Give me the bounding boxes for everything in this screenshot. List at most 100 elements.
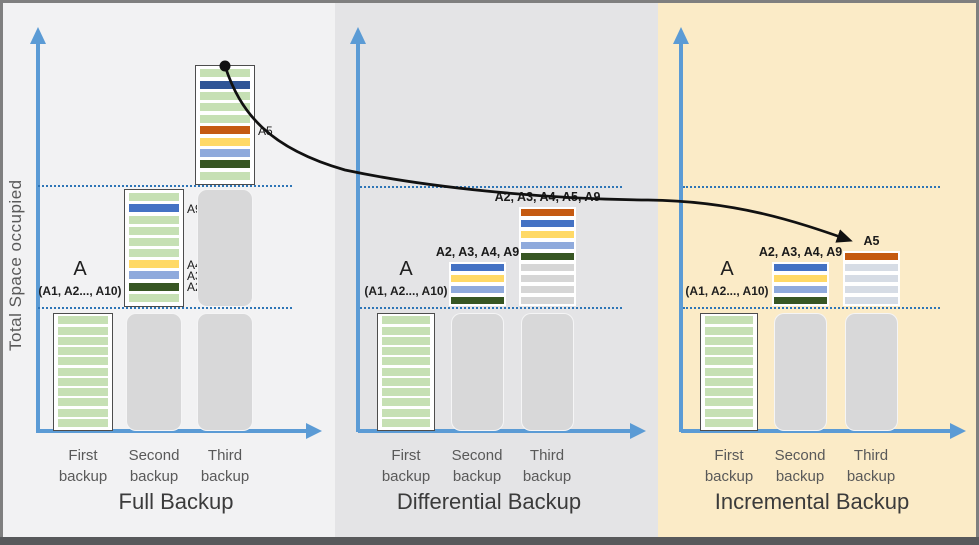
xlabel-second-backup-full: Second backup [128,447,180,486]
green-stripe [58,377,108,386]
darkgreen-stripe [200,160,250,169]
green-stripe [129,249,179,258]
dotted-gridline-upper-full [38,185,292,187]
xlabel-first-backup-incremental: First backup [704,447,754,486]
full-second-backup-gray-slab [126,313,182,431]
gray-block [519,284,576,295]
orange-stripe [200,126,250,135]
green-stripe [382,326,430,335]
green-stripe [705,357,753,366]
y-axis-arrow-full [30,27,46,44]
yellow-stripe [129,260,179,269]
dotted-gridline-lower-full [38,307,292,309]
xlabel-second-backup-differential: Second backup [451,447,503,486]
green-stripe [382,347,430,355]
lightblue-block [772,284,829,295]
a-label-incremental: A [720,258,734,280]
x-axis-arrow-full [306,423,322,439]
x-axis-full [36,429,306,433]
x-axis-incremental [681,429,950,433]
full-second-backup-bar [124,189,184,307]
y-axis-arrow-differential [350,27,366,44]
a-label-full: A [73,258,87,280]
bluegray-block [843,295,900,306]
xlabel-first-backup-differential: First backup [381,447,431,486]
green-stripe [200,103,250,112]
green-stripe [58,326,108,335]
green-stripe [200,171,250,180]
lightblue-block [449,284,506,295]
yellow-block [772,273,829,284]
green-stripe [705,388,753,396]
green-stripe [382,408,430,417]
yellow-stripe [200,137,250,146]
green-stripe [200,69,250,78]
blue-block [519,218,576,229]
full-third-backup-gray-slab [197,189,253,307]
gray-block [519,262,576,273]
incremental-third-backup-stack-label: A5 [863,234,880,248]
frame-right [976,0,979,545]
lightblue-block [519,240,576,251]
incremental-first-backup-bar [700,313,758,431]
green-stripe [129,237,179,246]
green-stripe [705,316,753,325]
green-stripe [58,347,108,355]
yellow-block [519,229,576,240]
darkgreen-block [772,295,829,306]
a-label-differential: A [399,258,413,280]
green-stripe [382,357,430,366]
blue-stripe [129,204,179,213]
green-stripe [58,367,108,376]
green-stripe [58,398,108,407]
green-stripe [705,408,753,417]
darkblue-stripe [200,80,250,89]
x-axis-differential [358,429,630,433]
incremental-third-backup-gray-slab [845,313,898,431]
x-axis-arrow-differential [630,423,646,439]
green-stripe [200,92,250,101]
green-stripe [129,293,179,302]
darkgreen-block [519,251,576,262]
green-stripe [58,388,108,396]
green-stripe [58,418,108,427]
xlabel-third-backup-full: Third backup [200,447,250,486]
bluegray-block [843,262,900,273]
lightblue-stripe [200,148,250,157]
title-incremental-backup: Incremental Backup [714,489,910,514]
green-stripe [129,193,179,202]
a-sublabel-incremental: (A1, A2..., A10) [685,284,769,298]
green-stripe [382,316,430,325]
green-stripe [705,377,753,386]
title-differential-backup: Differential Backup [396,489,582,514]
green-stripe [705,326,753,335]
orange-block [519,207,576,218]
frame-top [0,0,979,3]
orange-block [843,251,900,262]
green-stripe [705,347,753,355]
xlabel-third-backup-differential: Third backup [522,447,572,486]
green-stripe [705,398,753,407]
y-axis-differential [356,42,360,432]
green-stripe [200,114,250,123]
green-stripe [58,336,108,345]
gray-block [519,295,576,306]
y-axis-arrow-incremental [673,27,689,44]
dotted-gridline-upper-differential [360,186,622,188]
x-axis-arrow-incremental [950,423,966,439]
green-stripe [705,336,753,345]
full-third-backup-gray-slab [197,313,253,431]
gray-block [519,273,576,284]
green-stripe [382,377,430,386]
green-stripe [58,316,108,325]
darkgreen-stripe [129,282,179,291]
green-stripe [58,357,108,366]
green-stripe [382,367,430,376]
green-stripe [705,418,753,427]
title-full-backup: Full Backup [118,489,234,514]
y-axis-caption: Total Space occupied [6,179,25,351]
bluegray-block [843,284,900,295]
lightblue-stripe [129,271,179,280]
xlabel-second-backup-incremental: Second backup [774,447,826,486]
